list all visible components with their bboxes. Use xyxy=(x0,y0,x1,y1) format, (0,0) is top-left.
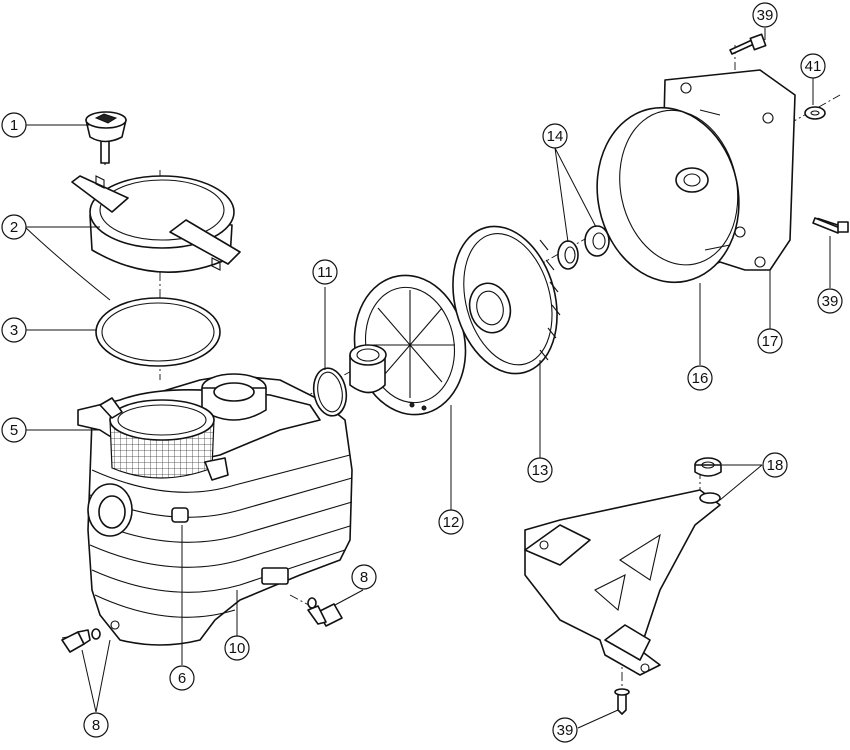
callout-39b: 39 xyxy=(817,288,843,314)
callout-label: 14 xyxy=(547,128,564,145)
part-drain-plugs xyxy=(61,597,343,653)
callout-label: 16 xyxy=(692,370,709,387)
callout-label: 18 xyxy=(767,457,784,474)
part-lid-o-ring xyxy=(95,297,221,367)
callout-label: 12 xyxy=(443,514,460,531)
callout-label: 39 xyxy=(822,293,839,310)
callout-1: 1 xyxy=(1,112,27,138)
callout-label: 13 xyxy=(532,462,549,479)
callout-5: 5 xyxy=(1,417,27,443)
callout-17: 17 xyxy=(757,328,783,354)
callout-label: 17 xyxy=(762,333,779,350)
callout-6: 6 xyxy=(169,665,195,691)
callout-41: 41 xyxy=(800,53,826,79)
callout-label: 2 xyxy=(10,219,18,236)
callout-label: 5 xyxy=(10,422,18,439)
callout-39c: 39 xyxy=(552,717,578,743)
callout-13: 13 xyxy=(527,457,553,483)
callout-label: 8 xyxy=(92,717,100,734)
part-pump-foot xyxy=(524,457,722,676)
callout-39a: 39 xyxy=(752,2,778,28)
leader-lines xyxy=(24,28,831,729)
part-diffuser-o-ring xyxy=(312,367,348,417)
callout-label: 41 xyxy=(805,58,822,75)
callout-8b: 8 xyxy=(351,564,377,590)
callout-3: 3 xyxy=(1,317,27,343)
part-diffuser xyxy=(349,274,467,416)
callout-14: 14 xyxy=(542,123,568,149)
part-shaft-seals xyxy=(557,225,610,270)
callout-2: 2 xyxy=(1,214,27,240)
callout-12: 12 xyxy=(438,509,464,535)
callout-label: 39 xyxy=(557,722,574,739)
callout-11: 11 xyxy=(312,259,338,285)
part-lid xyxy=(71,175,241,274)
callout-label: 11 xyxy=(317,264,333,281)
part-screws xyxy=(614,33,849,715)
part-washer xyxy=(804,106,826,120)
part-knob xyxy=(85,111,127,165)
part-impeller xyxy=(452,225,561,375)
callout-10: 10 xyxy=(224,635,250,661)
callout-label: 1 xyxy=(10,117,18,134)
callout-label: 39 xyxy=(757,7,774,24)
callout-label: 8 xyxy=(360,569,368,586)
callout-16: 16 xyxy=(687,365,713,391)
callout-18: 18 xyxy=(762,452,788,478)
callout-label: 10 xyxy=(229,640,246,657)
callout-label: 6 xyxy=(178,670,186,687)
callout-label: 3 xyxy=(10,322,18,339)
part-strainer-basket xyxy=(99,397,229,481)
callout-8a: 8 xyxy=(83,712,109,738)
part-seal-plate xyxy=(596,106,740,284)
